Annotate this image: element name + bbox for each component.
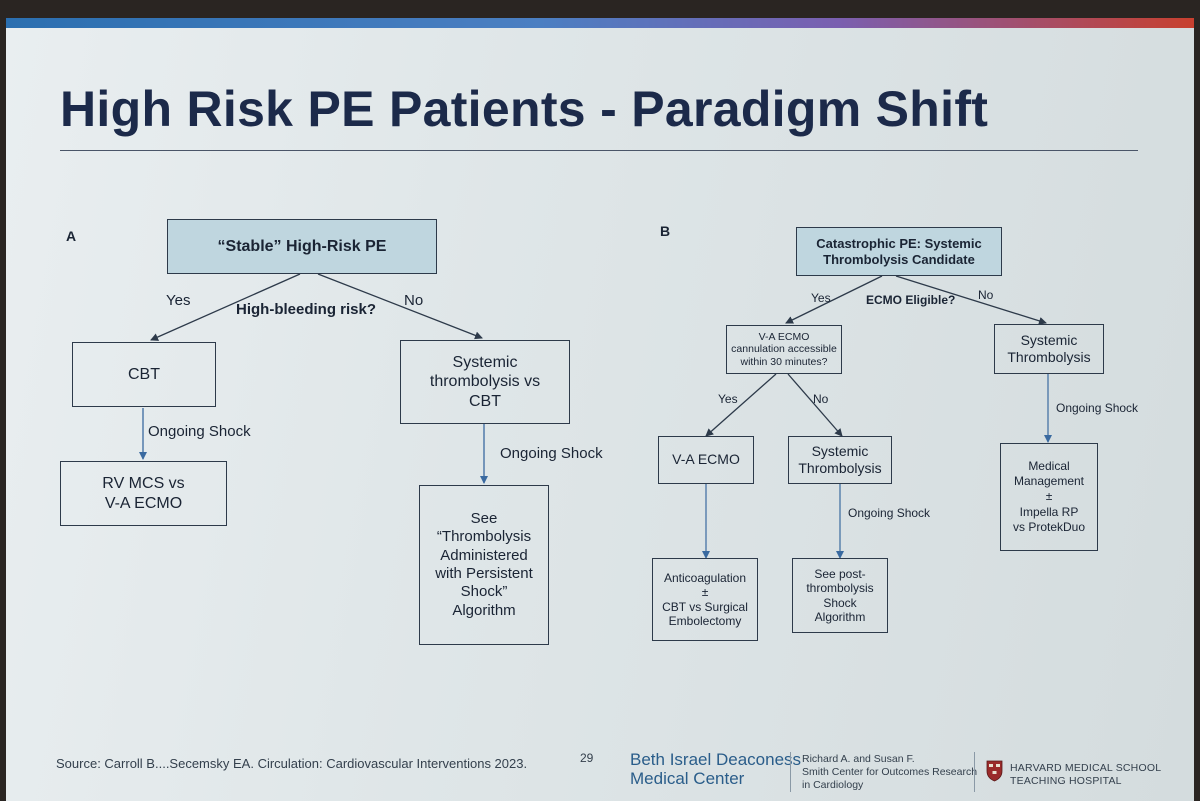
see-line-4: with Persistent — [435, 565, 533, 582]
arrow-a-no — [317, 273, 483, 340]
panel-a-yes-label: Yes — [166, 292, 191, 309]
medical-line-4: Impella RP — [1019, 504, 1079, 519]
ongoing-shock-left-label: Ongoing Shock — [148, 423, 251, 440]
vaecmo-cannulation-box: V-A ECMO cannulation accessible within 3… — [726, 325, 842, 374]
cbt-box: CBT — [72, 342, 216, 407]
anticoag-line-3: CBT vs Surgical — [662, 599, 748, 614]
page-number: 29 — [580, 751, 594, 765]
systemic-right-line-2: Thrombolysis — [1007, 349, 1091, 365]
panel-b-yes-label: Yes — [811, 291, 831, 305]
vaecmo-q-line-2: cannulation accessible — [731, 343, 837, 356]
systemic-line-2: thrombolysis vs — [429, 373, 541, 391]
footer-divider-1 — [790, 752, 791, 792]
anticoag-line-2: ± — [701, 585, 709, 600]
ongoing-shock-b-right-label: Ongoing Shock — [1056, 401, 1139, 415]
cbt-label: CBT — [128, 365, 160, 383]
anticoagulation-box: Anticoagulation ± CBT vs Surgical Embole… — [652, 558, 758, 641]
harvard-text: HARVARD MEDICAL SCHOOL TEACHING HOSPITAL — [1010, 762, 1161, 788]
see-post-thrombolysis-box: See post- thrombolysis Shock Algorithm — [792, 558, 888, 633]
footer-divider-2 — [974, 752, 975, 792]
bidmc-line-1: Beth Israel Deaconess — [630, 750, 802, 769]
medical-line-3: ± — [1045, 489, 1053, 504]
systemic-right-line-1: Systemic — [1020, 331, 1078, 348]
stable-high-risk-pe-box: “Stable” High-Risk PE — [167, 219, 437, 274]
stable-high-risk-pe-label: “Stable” High-Risk PE — [217, 237, 387, 255]
vaecmo-label: V-A ECMO — [672, 451, 740, 468]
slide: High Risk PE Patients - Paradigm Shift A… — [6, 18, 1194, 801]
see-line-6: Algorithm — [452, 601, 516, 619]
vaecmo-box: V-A ECMO — [658, 436, 754, 484]
smith-center-text: Richard A. and Susan F. Smith Center for… — [802, 753, 977, 791]
ongoing-shock-right-label: Ongoing Shock — [500, 445, 603, 462]
panel-b-yes2-label: Yes — [718, 392, 738, 406]
medical-line-2: Management — [1013, 473, 1085, 488]
systemic-thrombolysis-right-box: Systemic Thrombolysis — [994, 324, 1104, 374]
panel-a-no-label: No — [404, 292, 424, 309]
smith-line-2: Smith Center for Outcomes Research — [802, 765, 978, 778]
rv-mcs-line-2: V-A ECMO — [104, 494, 183, 512]
vaecmo-q-line-3: within 30 minutes? — [740, 355, 828, 368]
slide-top-bar — [6, 18, 1194, 28]
catastrophic-pe-box: Catastrophic PE: Systemic Thrombolysis C… — [796, 227, 1002, 276]
harvard-line-1: HARVARD MEDICAL SCHOOL — [1010, 762, 1162, 774]
panel-a-letter: A — [66, 228, 77, 244]
systemic-thrombolysis-vs-cbt-box: Systemic thrombolysis vs CBT — [400, 340, 570, 424]
see-thrombolysis-box: See “Thrombolysis Administered with Pers… — [419, 485, 549, 645]
systemic-thrombolysis-mid-box: Systemic Thrombolysis — [788, 436, 892, 484]
see-line-1: See — [470, 510, 498, 528]
post-line-1: See post- — [814, 567, 866, 582]
rv-mcs-line-1: RV MCS vs — [102, 474, 185, 492]
medical-line-5: vs ProtekDuo — [1012, 520, 1086, 535]
ecmo-eligible-question: ECMO Eligible? — [866, 293, 956, 307]
panel-b-no2-label: No — [813, 392, 829, 406]
arrow-b-yes — [785, 275, 883, 324]
post-line-4: Algorithm — [814, 609, 866, 624]
systemic-line-1: Systemic — [452, 353, 518, 371]
vaecmo-q-line-1: V-A ECMO — [758, 331, 810, 344]
harvard-shield-icon — [986, 760, 1003, 782]
post-line-2: thrombolysis — [806, 581, 874, 596]
ongoing-shock-mid-label: Ongoing Shock — [848, 506, 931, 520]
medical-line-1: Medical — [1028, 458, 1070, 473]
harvard-line-2: TEACHING HOSPITAL — [1010, 774, 1122, 787]
arrow-b-no2 — [787, 373, 843, 437]
post-line-3: Shock — [823, 595, 857, 610]
slide-title: High Risk PE Patients - Paradigm Shift — [60, 81, 989, 137]
high-bleeding-risk-question: High-bleeding risk? — [236, 301, 377, 318]
panel-b-letter: B — [660, 223, 671, 239]
systemic-mid-line-1: Systemic — [811, 442, 869, 459]
arrow-b-no — [895, 275, 1047, 325]
see-line-5: Shock” — [460, 583, 508, 601]
arrow-a-yes — [150, 273, 301, 341]
rv-mcs-box: RV MCS vs V-A ECMO — [60, 461, 227, 526]
arrow-b-yes2 — [705, 373, 777, 437]
catastrophic-line-1: Catastrophic PE: Systemic — [816, 235, 982, 251]
medical-management-box: Medical Management ± Impella RP vs Prote… — [1000, 443, 1098, 551]
flowchart-arrows — [139, 273, 1052, 559]
title-rule — [60, 150, 1138, 151]
anticoag-line-1: Anticoagulation — [663, 571, 747, 586]
anticoag-line-4: Embolectomy — [668, 613, 742, 628]
panel-b-no-label: No — [978, 288, 994, 302]
see-line-2: “Thrombolysis — [436, 528, 532, 546]
systemic-line-3: CBT — [469, 392, 501, 410]
footer-source: Source: Carroll B....Secemsky EA. Circul… — [56, 756, 528, 771]
smith-line-1: Richard A. and Susan F. — [802, 753, 915, 765]
systemic-mid-line-2: Thrombolysis — [798, 460, 882, 476]
bidmc-line-2: Medical Center — [630, 768, 745, 788]
see-line-3: Administered — [440, 546, 528, 564]
smith-line-3: in Cardiology — [802, 778, 864, 791]
bidmc-logo-text: Beth Israel Deaconess Medical Center — [630, 750, 802, 788]
catastrophic-line-2: Thrombolysis Candidate — [823, 251, 975, 267]
